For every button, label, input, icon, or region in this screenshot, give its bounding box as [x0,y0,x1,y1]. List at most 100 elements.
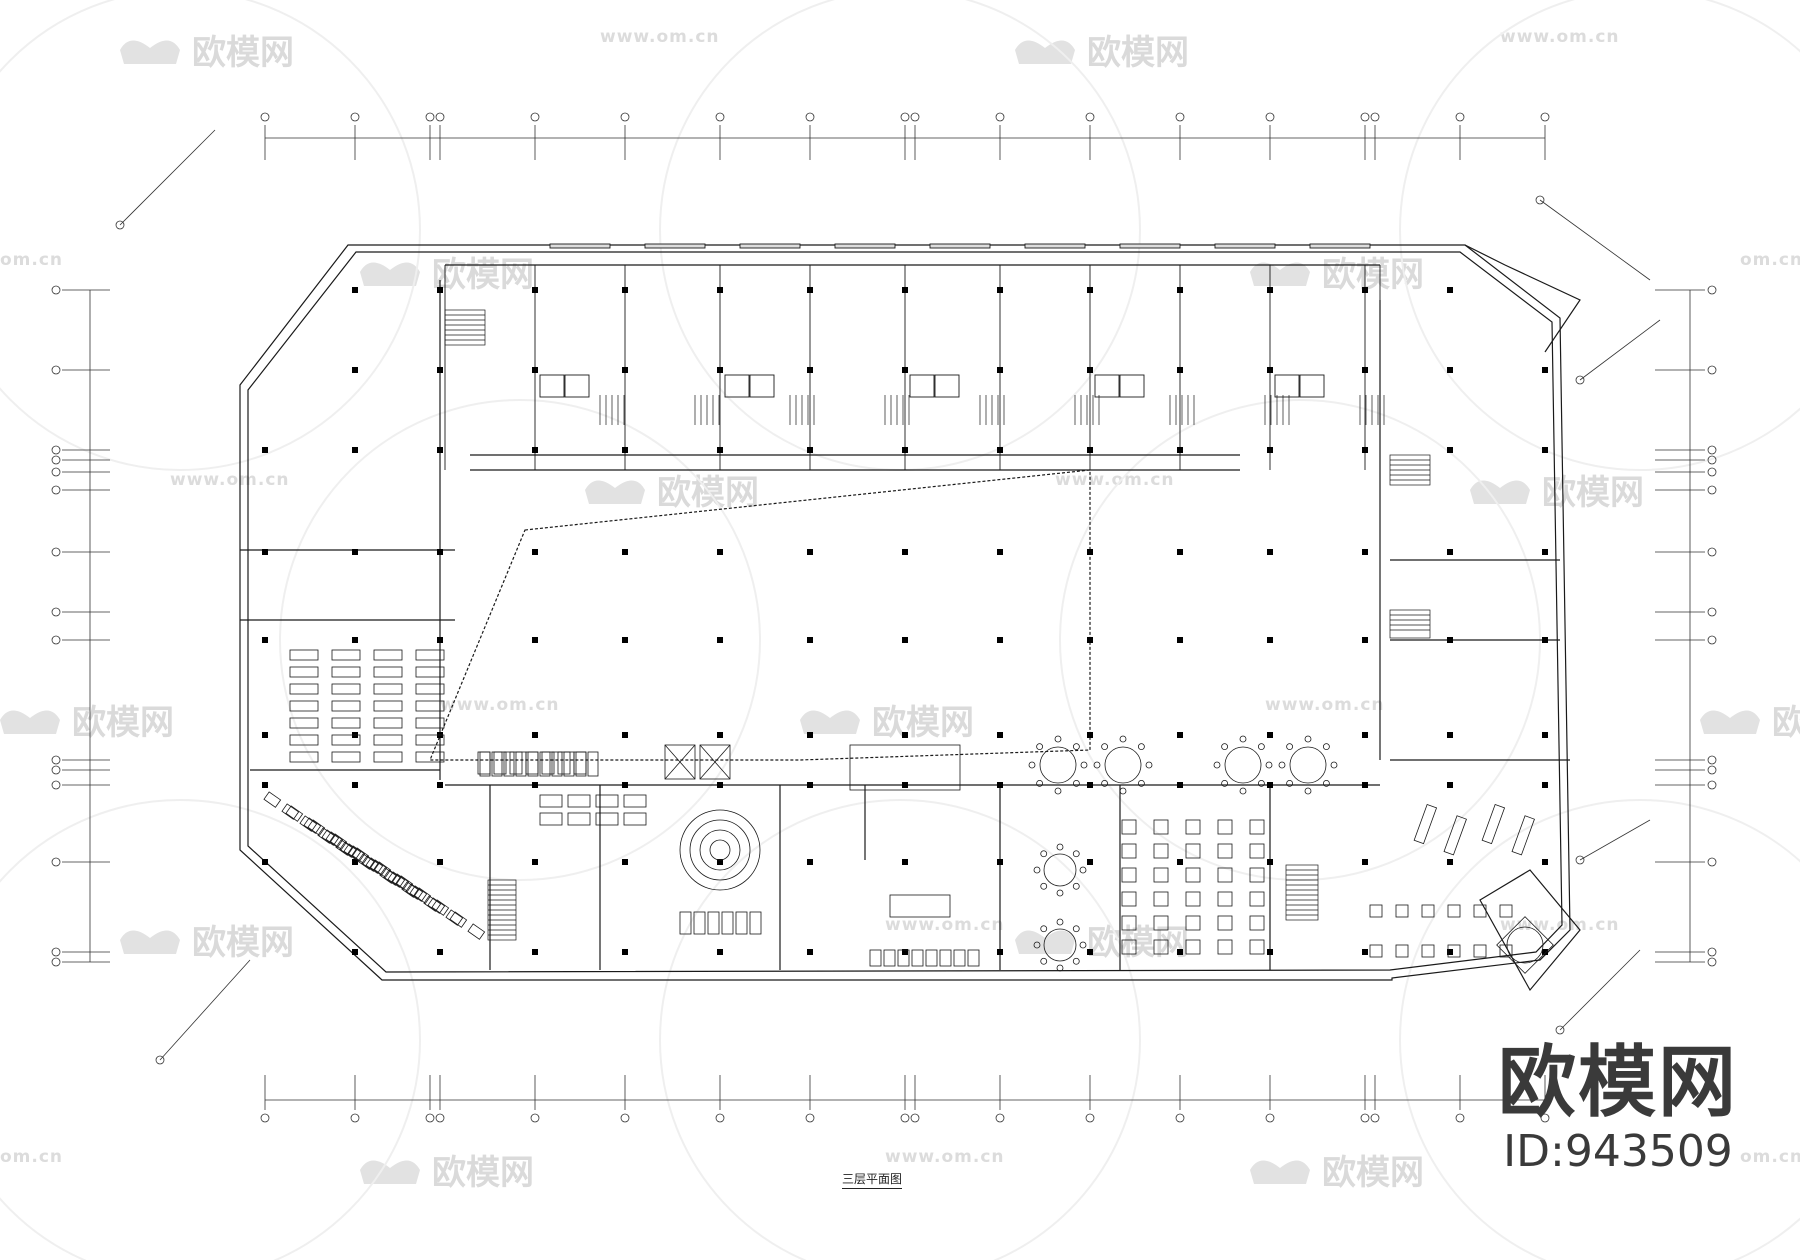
watermark-brand-text: 欧模网 [1542,473,1644,513]
axis-bubble [1707,365,1717,375]
column [437,637,443,643]
dining-table [1121,939,1137,955]
desk [289,751,319,763]
chair [1257,743,1265,751]
column [997,859,1003,865]
column [532,782,538,788]
column [1177,782,1183,788]
toilet-cubicle [1274,374,1300,398]
lounge-seat [263,791,282,808]
counter-seat [925,949,938,967]
column [1087,949,1093,955]
column [1362,287,1368,293]
column [1542,949,1548,955]
column [1447,367,1453,373]
counter-seat [897,949,910,967]
column [352,549,358,555]
column [437,367,443,373]
column [1447,447,1453,453]
watermark-sofa-icon [120,930,180,954]
bench-seat [679,911,692,935]
column [622,782,628,788]
desk [415,683,445,695]
axis-bubble [435,1113,445,1123]
booth-seat [541,751,555,775]
chair [1145,761,1153,769]
axis-bubble [51,947,61,957]
column [1177,859,1183,865]
dining-table [1185,843,1201,859]
counter-seat [869,949,882,967]
chair [1265,761,1273,769]
dining-table [1473,904,1487,918]
lounge-seat [395,875,414,892]
column [1362,949,1368,955]
watermark-sofa-icon [1015,930,1075,954]
dining-table [1121,915,1137,931]
axis-bubble [900,112,910,122]
axis-bubble [1370,1113,1380,1123]
dining-table [1499,944,1513,958]
watermark-brand-text: 欧模网 [72,703,174,743]
column [622,287,628,293]
watermark-logo: 欧模网 [585,473,759,513]
desk [331,751,361,763]
chair [1079,866,1087,874]
column [902,859,908,865]
column [437,949,443,955]
axis-bubble [1360,1113,1370,1123]
toilet-cubicle [724,374,750,398]
watermark-brand-text: 欧模网 [1322,1153,1424,1193]
desk [373,700,403,712]
lounge-seat [401,881,420,898]
watermark-logo: 欧模网 [120,923,294,963]
lounge-chair [1481,803,1506,845]
column [1447,859,1453,865]
axis-bubble [805,112,815,122]
axis-bubble [51,365,61,375]
desk [289,666,319,678]
bench-seat [707,911,720,935]
round-table [1043,853,1077,887]
circular-lounge [679,809,761,891]
column [1362,367,1368,373]
dining-table [1249,915,1265,931]
column [902,732,908,738]
round-table [1039,746,1077,784]
pavilion-table [1506,926,1544,964]
chair [1072,850,1080,858]
chair [1322,779,1330,787]
column [1267,637,1273,643]
watermark-sofa-icon [360,262,420,286]
axis-bubble [715,1113,725,1123]
chair [1221,743,1229,751]
chair [1257,779,1265,787]
lounge-seat [285,805,304,822]
watermark-logo: 欧模网 [120,33,294,73]
desk [373,649,403,661]
chair [1119,735,1127,743]
column [1542,367,1548,373]
chair [1101,779,1109,787]
chair [1330,761,1338,769]
desk [415,700,445,712]
watermark-url-text: www.om.cn [1500,27,1620,47]
dining-table [1249,939,1265,955]
dining-table [1153,867,1169,883]
desk [289,649,319,661]
watermark-sofa-icon [1470,480,1530,504]
lounge-seat [299,815,318,832]
building-outline [239,244,1581,992]
watermark-brand-text: 欧模网 [192,923,294,963]
sofa-seat [551,751,563,777]
lounge-seat [391,873,410,890]
lounge-seat [379,867,398,884]
column [262,782,268,788]
watermark-logo: 欧模网 [1700,703,1800,743]
column [262,732,268,738]
desk [415,717,445,729]
axis-bubble [1707,547,1717,557]
axis-bubble [350,112,360,122]
lounge-chair [1413,803,1438,845]
round-table [1289,746,1327,784]
